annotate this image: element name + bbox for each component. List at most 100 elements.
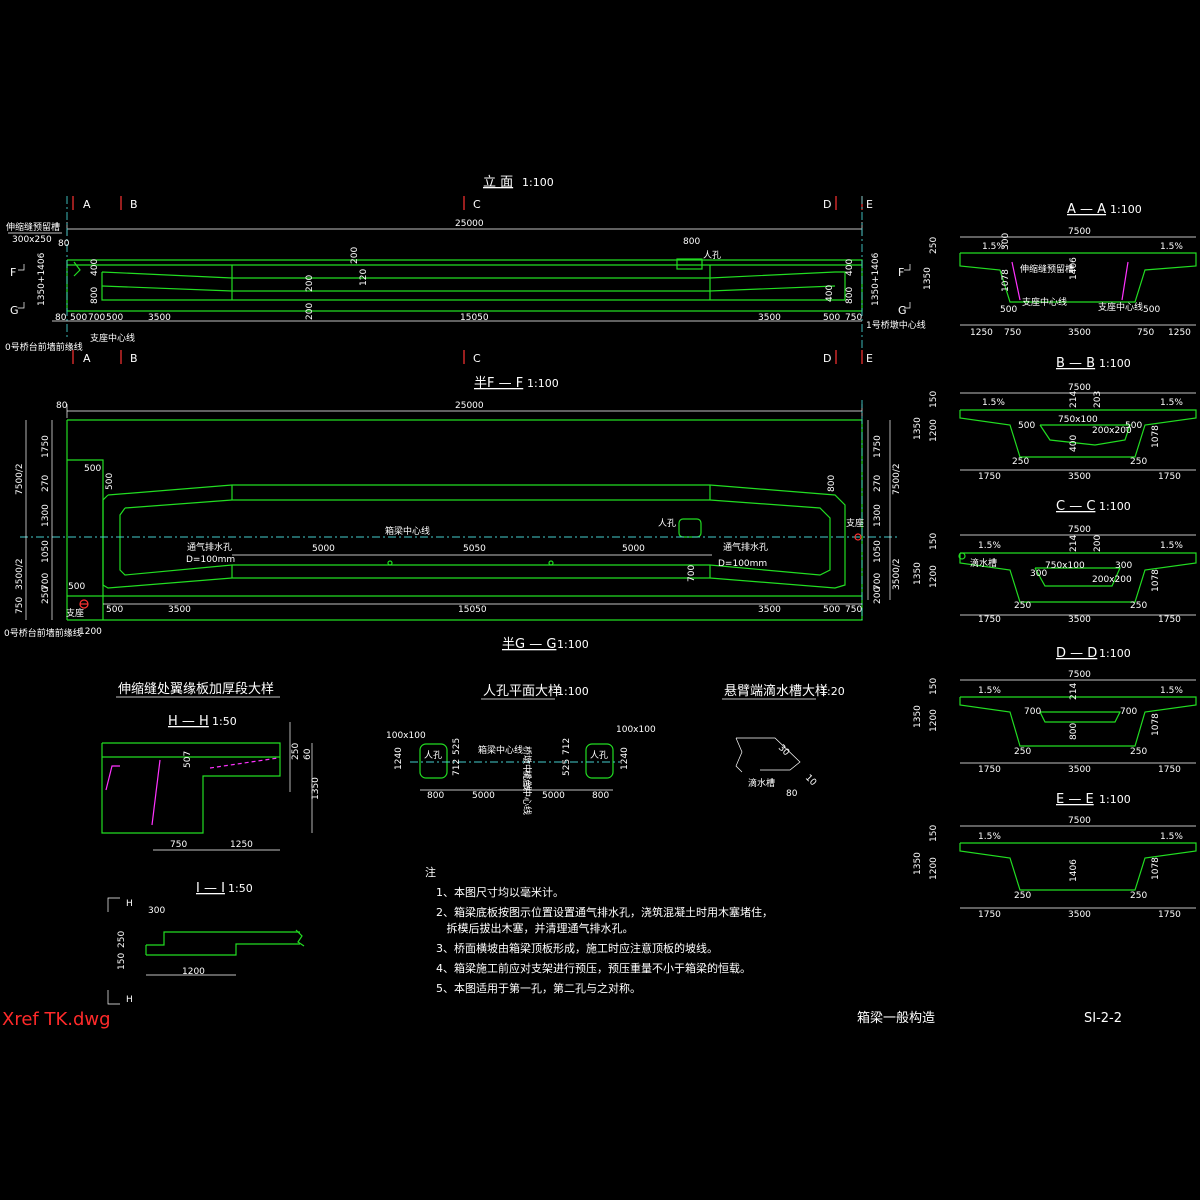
sec-c-label-drip: 滴水槽 — [970, 557, 997, 569]
sec-e-bd-250a: 250 — [1014, 891, 1031, 901]
plan-bearing: 支座 — [846, 517, 864, 529]
plan-lv-700: 700 — [41, 573, 51, 590]
elevation-title: 立 面 — [483, 175, 513, 190]
mh-dim-1240b: 1240 — [620, 747, 630, 770]
plan-bottom-title: 半G — G — [502, 637, 556, 652]
plan-lv-1300: 1300 — [41, 504, 51, 527]
plan-spacing-2: 5050 — [463, 544, 486, 554]
drip-dim-80: 80 — [786, 789, 798, 799]
mark-c: C — [473, 198, 481, 211]
sec-d-slope-r: 1.5% — [1160, 686, 1183, 696]
sec-a-bd-750b: 750 — [1137, 328, 1154, 338]
cut-g-left: G — [10, 304, 19, 317]
plan-ls-1200: 1200 — [79, 627, 102, 637]
plan-spacing-3: 5000 — [622, 544, 645, 554]
sec-c-bd-250b: 250 — [1130, 601, 1147, 611]
section-a-a: A — A 1:100 7500 1.5% 1.5% 250 1350 300 … — [923, 202, 1197, 338]
mh-dim-800b: 800 — [592, 791, 609, 801]
sec-c-bd-250a: 250 — [1014, 601, 1031, 611]
elev-bd-700: 700 — [88, 313, 105, 323]
sec-a-ld-250: 250 — [929, 237, 939, 254]
note-1: 1、本图尺寸均以毫米计。 — [436, 885, 564, 899]
plan-drain-left-d: D=100mm — [186, 555, 235, 565]
sec-a-slope-l: 1.5% — [982, 242, 1005, 252]
hh-dim-250: 250 — [291, 743, 301, 760]
notes: 注 1、本图尺寸均以毫米计。 2、箱梁底板按图示位置设置通气排水孔，浇筑混凝土时… — [425, 865, 773, 995]
section-c-c: C — C 1:100 7500 1.5% 1.5% 150 1350 1200… — [913, 499, 1197, 625]
elev-small-800b: 800 — [845, 287, 855, 304]
sec-d-ld-1350: 1350 — [913, 705, 923, 728]
cut-g-right: G — [898, 304, 907, 317]
hh-dim-507: 507 — [183, 751, 193, 768]
hh-dim-1350: 1350 — [311, 777, 321, 800]
plan-bearing-left: 支座 — [66, 607, 84, 619]
sec-b-bd-250b: 250 — [1130, 457, 1147, 467]
sec-b-ld-1200: 1200 — [929, 419, 939, 442]
elev-bd-3500b: 3500 — [758, 313, 781, 323]
plan-bd-15050: 15050 — [458, 605, 487, 615]
sec-c-ld-150: 150 — [929, 533, 939, 550]
sec-b-ld-150: 150 — [929, 391, 939, 408]
notes-heading: 注 — [425, 865, 436, 879]
sec-c-slope-r: 1.5% — [1160, 541, 1183, 551]
sec-b-in-203: 203 — [1093, 391, 1103, 408]
cut-f-left: F — [10, 266, 16, 279]
sec-d-bd-3500: 3500 — [1068, 765, 1091, 775]
sec-a-bs-500a: 500 — [1000, 305, 1017, 315]
elev-manhole: 人孔 — [703, 250, 721, 261]
elev-dim-200c: 200 — [305, 303, 315, 320]
plan-bd-750: 750 — [845, 605, 862, 615]
sec-d-in-800: 800 — [1069, 723, 1079, 740]
mh-dim-100a: 100x100 — [386, 731, 426, 741]
mark-b: B — [130, 198, 138, 211]
sec-c-title: C — C — [1056, 499, 1095, 514]
detail-flange: 伸缩缝处翼缘板加厚段大样 H — H 1:50 507 250 60 1350 … — [101, 681, 321, 851]
plan-centerline: 箱梁中心线 — [385, 525, 430, 537]
plan-top-dim: 80 — [56, 401, 68, 411]
plan-manhole: 人孔 — [658, 518, 676, 529]
mark-e2: E — [866, 352, 873, 365]
sec-b-slope-r: 1.5% — [1160, 398, 1183, 408]
elev-left-vertical: 1350+1406 — [37, 252, 47, 306]
sec-a-bd-1250b: 1250 — [1168, 328, 1191, 338]
detail-manhole-scale: 1:100 — [557, 685, 589, 698]
sec-a-title: A — A — [1067, 202, 1106, 217]
plan-pier-label: 0号桥台前墙前缘线 — [4, 627, 82, 639]
sec-a-bd-1250a: 1250 — [970, 328, 993, 338]
elev-bd-80: 80 — [55, 313, 67, 323]
sec-b-in-400: 400 — [1069, 435, 1079, 452]
sec-d-bd-1750b: 1750 — [1158, 765, 1181, 775]
sec-d-bd-250a: 250 — [1014, 747, 1031, 757]
plan-half-b: 3500/2 — [15, 558, 25, 590]
plan-bottom-scale: 1:100 — [557, 638, 589, 651]
sec-e-title: E — E — [1056, 792, 1094, 807]
plan-title: 半F — F — [474, 376, 523, 391]
mh-dim-800a: 800 — [427, 791, 444, 801]
detail-drip-title: 悬臂端滴水槽大样 — [724, 683, 828, 699]
detail-hh-title: H — H — [168, 714, 209, 729]
sec-e-width: 7500 — [1068, 816, 1091, 826]
mark-c2: C — [473, 352, 481, 365]
sec-b-bd-250a: 250 — [1012, 457, 1029, 467]
drip-label: 滴水槽 — [748, 777, 775, 789]
mark-b2: B — [130, 352, 138, 365]
sheet-number: SI-2-2 — [1084, 1011, 1122, 1026]
plan-bd-500a: 500 — [106, 605, 123, 615]
sec-a-in-1078: 1078 — [1001, 269, 1011, 292]
sec-d-ld-1200: 1200 — [929, 709, 939, 732]
sec-a-label-bearing1: 支座中心线 — [1022, 296, 1067, 308]
sec-c-in-1078: 1078 — [1151, 569, 1161, 592]
sec-a-in-1406: 1406 — [1069, 257, 1079, 280]
mark-e: E — [866, 198, 873, 211]
sec-e-in-1078: 1078 — [1151, 857, 1161, 880]
sec-d-scale: 1:100 — [1099, 647, 1131, 660]
elev-left-size: 300x250 — [12, 235, 52, 245]
detail-hh-scale: 1:50 — [212, 715, 237, 728]
sec-d-width: 7500 — [1068, 670, 1091, 680]
plan-drain-right-d: D=100mm — [718, 559, 767, 569]
sec-a-label-bearing2: 支座中心线 — [1098, 301, 1143, 313]
sec-c-in-750x100: 750x100 — [1045, 561, 1085, 571]
hh-dim-750: 750 — [170, 840, 187, 850]
elev-bd-3500a: 3500 — [148, 313, 171, 323]
sec-b-ld-1350: 1350 — [913, 417, 923, 440]
